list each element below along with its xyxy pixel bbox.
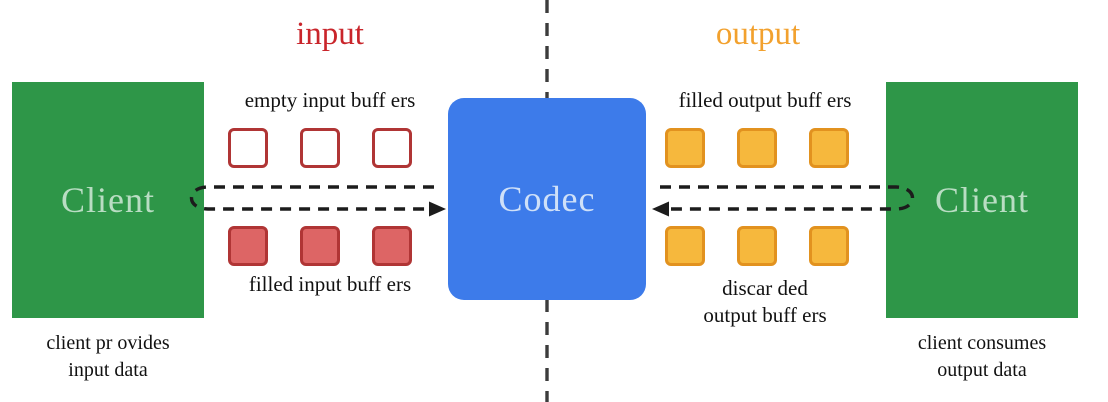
filled-input-buffers-row [228, 226, 412, 266]
client-box-left: Client [12, 82, 204, 318]
client-right-label: Client [935, 180, 1029, 220]
discarded-output-buffers-label-line1: discar ded [722, 276, 808, 300]
filled-input-buffers-label: filled input buff ers [248, 272, 412, 296]
filled-input-buffer-square [372, 226, 412, 266]
codec-label: Codec [498, 179, 596, 219]
empty-input-buffer-square [372, 128, 412, 168]
input-arrowhead-icon [429, 201, 446, 217]
filled-output-buffer-square [665, 128, 705, 168]
empty-input-buffer-square [300, 128, 340, 168]
filled-input-buffer-square [300, 226, 340, 266]
empty-input-buffers-row [228, 128, 412, 168]
filled-output-buffer-square [809, 128, 849, 168]
output-section-title: output [715, 16, 801, 52]
filled-output-buffers-row [665, 128, 849, 168]
filled-input-buffer-square [228, 226, 268, 266]
client-left-label: Client [61, 180, 155, 220]
client-left-caption-line1: client pr ovides [46, 332, 170, 354]
filled-output-buffers-label: filled output buff ers [678, 88, 852, 112]
discarded-output-buffer-square [737, 226, 777, 266]
input-section-title: input [296, 16, 364, 52]
client-box-right: Client [886, 82, 1078, 318]
client-left-caption-line2: input data [68, 359, 148, 381]
client-right-caption-line1: client consumes [917, 332, 1047, 354]
filled-output-buffer-square [737, 128, 777, 168]
output-flow-arrow [652, 185, 914, 217]
client-right-caption-line2: output data [937, 359, 1027, 381]
discarded-output-buffer-square [809, 226, 849, 266]
discarded-output-buffer-square [665, 226, 705, 266]
discarded-output-buffers-label-line2: output buff ers [703, 303, 827, 327]
codec-box: Codec [448, 98, 646, 300]
input-flow-arrow [190, 185, 446, 217]
discarded-output-buffers-row [665, 226, 849, 266]
empty-input-buffer-square [228, 128, 268, 168]
empty-input-buffers-label: empty input buff ers [244, 88, 416, 112]
output-arrowhead-icon [652, 201, 669, 217]
